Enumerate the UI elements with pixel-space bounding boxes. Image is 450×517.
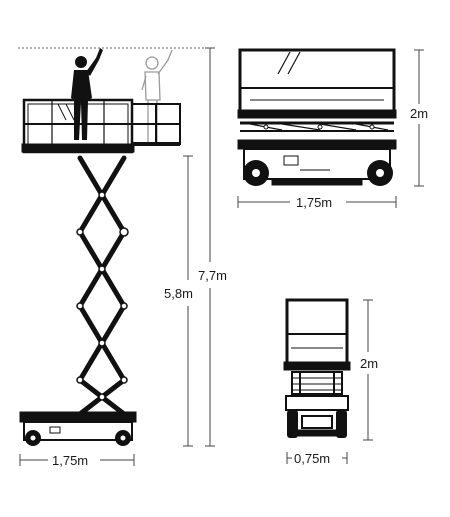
main-platform-cage [21, 98, 135, 154]
base-width-label: 1,75m [52, 453, 88, 468]
front-wheels [287, 410, 347, 438]
base-width-dimension [19, 454, 135, 466]
extended-side-view: 5,8m 7,7m 1,75m [18, 47, 227, 468]
front-height-dimension [363, 299, 373, 441]
stowed-chassis [237, 139, 397, 186]
front-scissor-stack [291, 371, 343, 395]
platform-height-dimension [183, 155, 193, 447]
platform-extension-deck [131, 103, 181, 146]
chassis-base [19, 411, 137, 441]
scissor-pivot-pins [76, 191, 129, 401]
stowed-wheels [243, 160, 393, 186]
chassis-wheels [25, 430, 131, 446]
front-guardrail-cage [283, 298, 351, 371]
front-chassis [285, 395, 349, 437]
stowed-guardrail-cage [237, 48, 397, 119]
worker-figure [71, 48, 103, 140]
front-width-label: 0,75m [294, 451, 330, 466]
working-height-dimension [205, 47, 215, 447]
stowed-height-dimension [414, 49, 424, 187]
front-height-label: 2m [360, 356, 378, 371]
front-view: 2m 0,75m [283, 298, 378, 466]
platform-height-label: 5,8m [164, 286, 193, 301]
stowed-side-view: 2m 1,75m [237, 48, 428, 210]
working-height-label: 7,7m [198, 268, 227, 283]
front-width-dimension [286, 452, 348, 464]
stowed-scissor-stack [240, 121, 394, 132]
stowed-height-label: 2m [410, 106, 428, 121]
stowed-length-dimension [237, 196, 397, 208]
stowed-length-label: 1,75m [296, 195, 332, 210]
